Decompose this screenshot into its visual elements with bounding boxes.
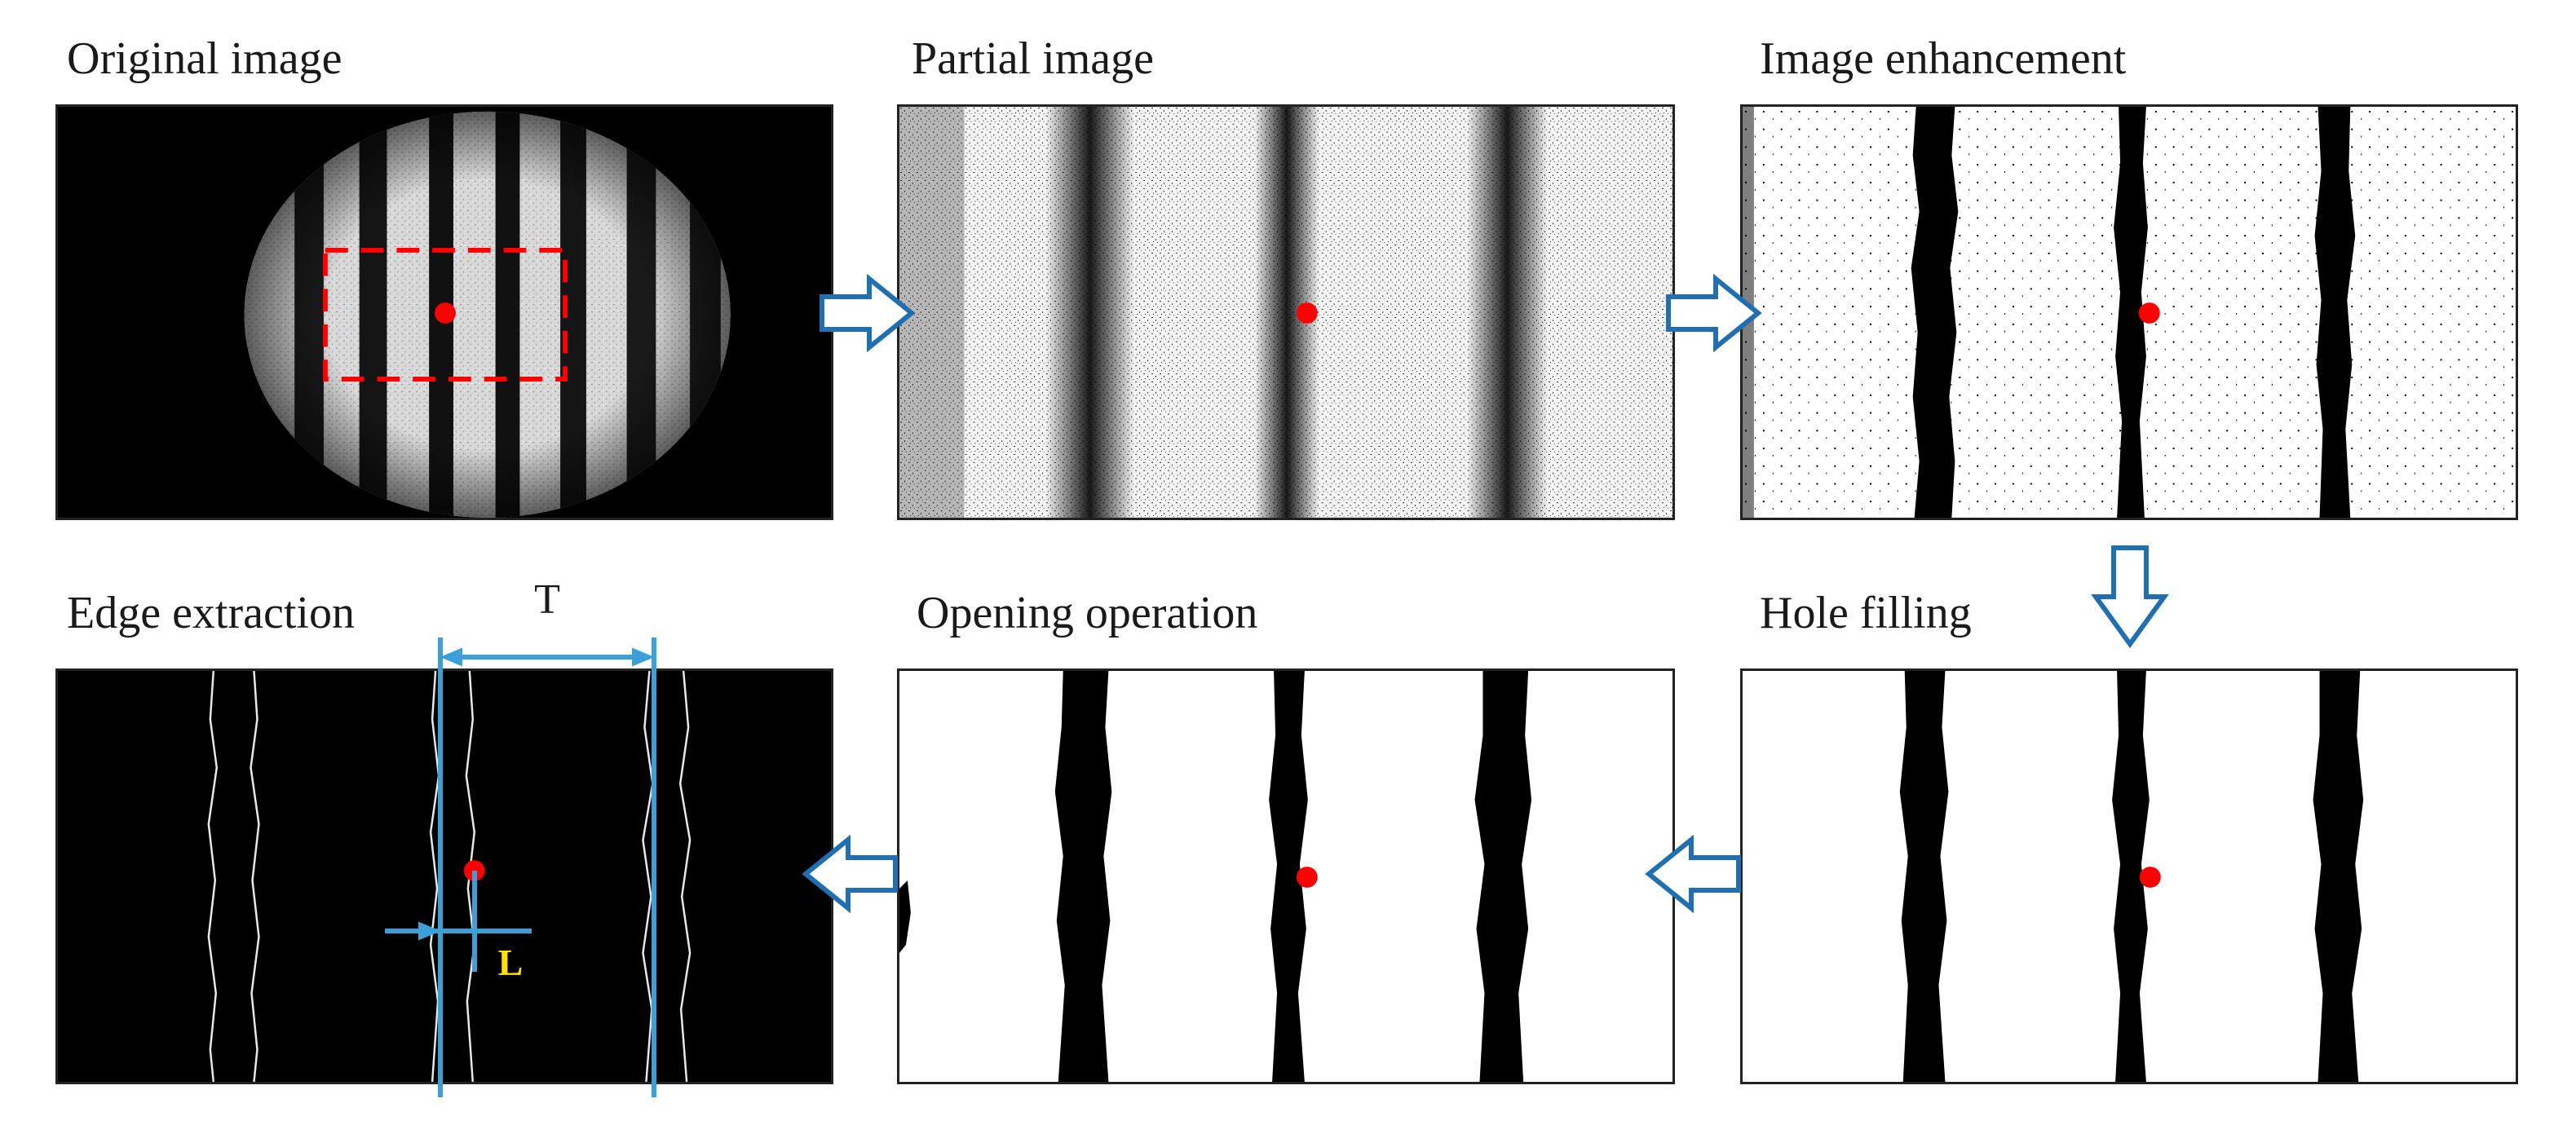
title-opening: Opening operation [917,588,1258,638]
hole-filled-image [1743,671,2516,1082]
title-original: Original image [67,33,342,84]
original-image-panel [55,104,833,520]
fringe-band-1 [1899,671,1949,1082]
roi-box [322,247,568,382]
center-marker [1296,302,1318,324]
edge-image [58,671,831,1082]
opening-operation-panel [897,668,1675,1084]
title-enhancement: Image enhancement [1760,33,2127,84]
opening-image [899,671,1672,1082]
center-marker [463,860,485,881]
arrow-enhancement-to-hole [2091,545,2169,649]
fringe-band-3 [1474,671,1532,1082]
center-marker [2139,867,2161,888]
fringe-band-2 [2114,107,2148,518]
fringe-band-1 [1054,671,1112,1082]
fringe-band-3 [2313,671,2364,1082]
partial-image [899,107,1672,518]
fringe-band-3 [1466,107,1548,518]
center-marker [435,302,456,324]
fringe-band-1 [1911,107,1959,518]
period-label: T [534,576,560,623]
fringe-band-3 [2314,107,2356,518]
center-marker [1296,867,1318,888]
partial-image-panel [897,104,1675,520]
title-partial: Partial image [912,33,1155,84]
original-image [58,107,831,518]
center-marker [2138,302,2160,324]
title-edge: Edge extraction [67,588,355,638]
enhancement-panel [1740,104,2518,520]
enhanced-image [1743,107,2516,518]
fringe-disc [244,111,731,518]
fringe-band-1 [1045,107,1135,518]
hole-filling-panel [1740,668,2518,1084]
edge-extraction-panel [55,668,833,1084]
fringe-band-2 [2112,671,2150,1082]
edge-contours [207,671,691,1082]
title-hole: Hole filling [1760,588,1972,638]
fringe-band-2 [1269,671,1308,1082]
